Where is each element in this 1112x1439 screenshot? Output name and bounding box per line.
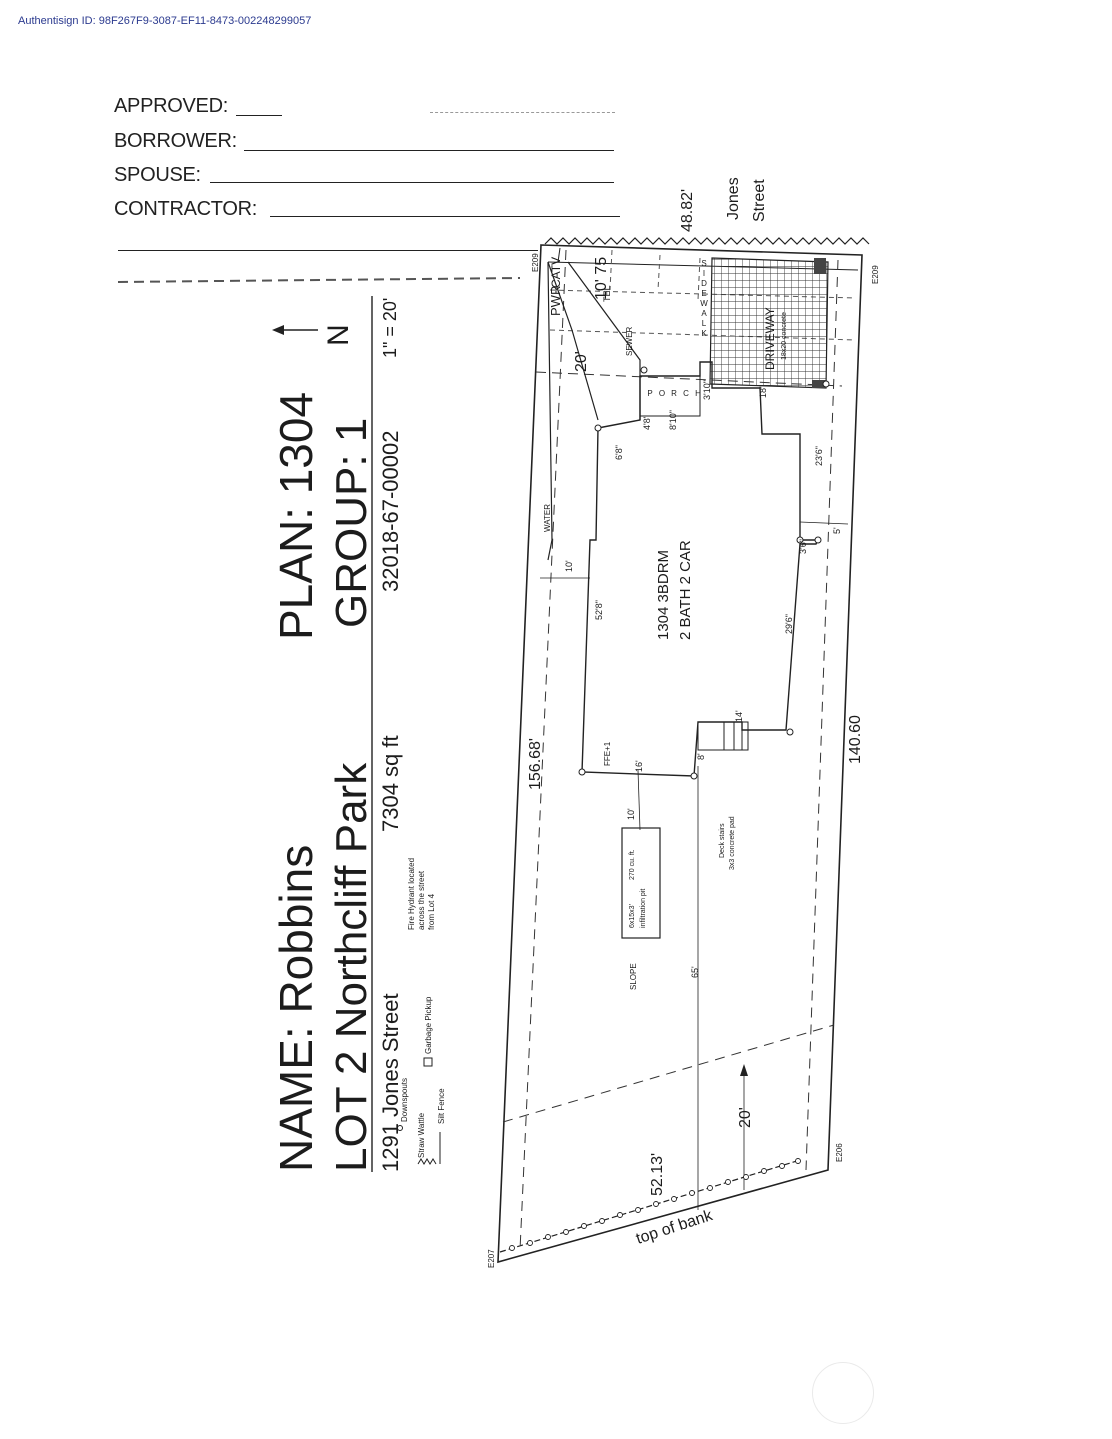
sidewalk-e: E bbox=[701, 289, 706, 298]
street-edge bbox=[544, 237, 870, 245]
house-label-1: 1304 3BDRM bbox=[655, 550, 672, 640]
dim-3-6: 3'6" bbox=[798, 539, 808, 554]
obscured-text-strip bbox=[117, 277, 521, 283]
dim-side-5: 5' bbox=[832, 527, 842, 534]
sidewalk-a: A bbox=[701, 309, 707, 318]
scale-label: 1" = 20' bbox=[380, 298, 400, 358]
dim-depth-52-8: 52'8" bbox=[594, 600, 604, 620]
water-line bbox=[547, 261, 553, 561]
sidewalk-s: S bbox=[701, 259, 706, 268]
left-line-dimension: 156.68' bbox=[527, 738, 544, 790]
lot-subdivision: LOT 2 Northcliff Park bbox=[327, 762, 376, 1172]
sidewalk-k: K bbox=[701, 329, 707, 338]
slope-label: SLOPE bbox=[629, 963, 638, 990]
silt-fence bbox=[499, 1159, 801, 1253]
spouse-label: SPOUSE: bbox=[114, 164, 201, 186]
contractor-label: CONTRACTOR: bbox=[114, 198, 257, 220]
dim-pit-10: 10' bbox=[626, 808, 636, 820]
plan-number: PLAN: 1304 bbox=[270, 392, 322, 640]
sewer-label: SEWER bbox=[625, 326, 634, 356]
pit-label-2: 270 cu. ft. bbox=[629, 849, 636, 880]
corner-sw: E207 bbox=[487, 1249, 496, 1268]
legend-hydrant-1: Fire Hydrant located bbox=[407, 858, 416, 930]
dim-porch-s: 3'10" bbox=[702, 380, 712, 400]
street-name-1: Jones bbox=[725, 177, 742, 220]
deck-stairs bbox=[697, 721, 749, 751]
contractor-line bbox=[270, 216, 620, 217]
spouse-line bbox=[210, 182, 614, 183]
borrower-line bbox=[244, 150, 614, 151]
dim-29-6: 29'6" bbox=[784, 614, 794, 634]
pit-label-1: 6x15x3' bbox=[629, 904, 636, 928]
north-label: N bbox=[322, 324, 355, 346]
legend-garbage: Garbage Pickup bbox=[424, 996, 433, 1054]
sidewalk-l: L bbox=[702, 319, 707, 328]
corner-se: E206 bbox=[835, 1143, 844, 1162]
driveway-label: DRIVEWAY bbox=[763, 307, 777, 370]
sidewalk-d: D bbox=[701, 279, 707, 288]
dim-16: 16' bbox=[634, 760, 644, 772]
corner-nw: E209 bbox=[531, 253, 540, 272]
legend-silt-fence: Silt Fence bbox=[437, 1088, 446, 1124]
borrower-label: BORROWER: bbox=[114, 130, 237, 152]
dim-rear-65: 65' bbox=[690, 966, 700, 978]
rear-line-dimension: 52.13' bbox=[649, 1153, 666, 1196]
blank-line bbox=[118, 250, 538, 251]
deck-label-1: Deck stairs bbox=[719, 823, 726, 858]
porch-o: O bbox=[659, 389, 665, 398]
dim-side-6-8: 6'8" bbox=[614, 445, 624, 460]
lot-boundary bbox=[497, 244, 863, 1264]
legend-hydrant-2: across the street bbox=[417, 870, 426, 930]
porch-p: P bbox=[647, 389, 652, 398]
right-line-dimension: 140.60 bbox=[847, 715, 864, 764]
approved-line bbox=[236, 115, 282, 116]
sidewalk-i: I bbox=[703, 269, 705, 278]
infiltration-pit bbox=[621, 827, 661, 939]
driveway-note: 18x20 concrete bbox=[781, 312, 788, 360]
ffe-label: FFE+1 bbox=[603, 741, 612, 766]
catv-label: CATV bbox=[549, 257, 563, 288]
dim-23-6: 23'6" bbox=[814, 446, 824, 466]
rear-setback-dimension: 20' bbox=[737, 1107, 754, 1128]
dim-porch-d: 8'10" bbox=[668, 410, 678, 430]
deck-label-2: 3x3 concrete pad bbox=[729, 816, 736, 870]
pwr-label: PWR bbox=[548, 286, 563, 316]
tel-label: TEL bbox=[602, 285, 612, 302]
power-line bbox=[547, 261, 599, 421]
watermark-seal bbox=[812, 1362, 874, 1424]
porch-c: C bbox=[683, 389, 689, 398]
corner-ne: E209 bbox=[871, 265, 880, 284]
authentisign-id: Authentisign ID: 98F267F9-3087-EF11-8473… bbox=[18, 15, 312, 27]
parcel-number: 32018-67-00002 bbox=[378, 431, 403, 592]
dim-deck-14: 14' bbox=[734, 710, 744, 722]
dim-front-setback: 20' bbox=[573, 351, 590, 372]
porch-r: R bbox=[671, 389, 677, 398]
dim-garage-s: 18' bbox=[758, 386, 768, 398]
street-name-2: Street bbox=[751, 179, 768, 222]
house-label-2: 2 BATH 2 CAR bbox=[677, 540, 694, 640]
water-label: WATER bbox=[543, 504, 552, 532]
pit-label-3: infiltration pit bbox=[640, 889, 647, 928]
title-name-block: NAME: Robbins bbox=[270, 845, 322, 1172]
approved-label: APPROVED: bbox=[114, 95, 228, 117]
owner-name: NAME: Robbins bbox=[270, 845, 322, 1172]
approved-line-ext bbox=[430, 112, 615, 113]
front-setback-line bbox=[535, 371, 843, 387]
street-address: 1291 Jones Street bbox=[378, 993, 403, 1172]
house-footprint bbox=[581, 361, 820, 777]
legend-straw-wattle: Straw Wattle bbox=[417, 1112, 426, 1158]
legend-hydrant-3: from Lot 4 bbox=[427, 893, 436, 930]
porch-h: H bbox=[695, 389, 701, 398]
dim-side-10: 10' bbox=[564, 560, 574, 572]
group-number: GROUP: 1 bbox=[327, 418, 376, 628]
frontage-dimension: 48.82' bbox=[679, 189, 696, 232]
lot-area: 7304 sq ft bbox=[378, 735, 403, 832]
sewer-line bbox=[567, 261, 641, 420]
legend-downspouts: Downspouts bbox=[400, 1078, 409, 1122]
sidewalk-w: W bbox=[700, 299, 708, 308]
dim-porch-w: 4'8" bbox=[642, 415, 652, 430]
dim-deck-8: 8' bbox=[696, 753, 706, 760]
dim-10-75: 10' 75 bbox=[593, 257, 610, 300]
